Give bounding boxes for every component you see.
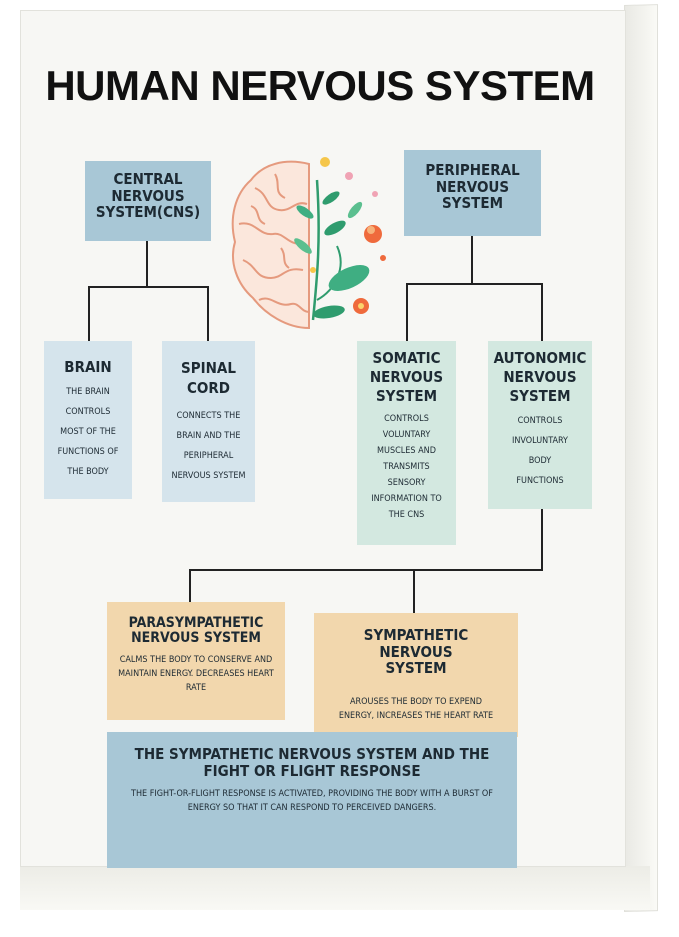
fight-or-flight-description: THE FIGHT-OR-FLIGHT RESPONSE IS ACTIVATE… (119, 787, 505, 815)
connector (207, 286, 209, 342)
connector (88, 286, 90, 342)
somatic-title: SOMATIC NERVOUS SYSTEM (363, 349, 450, 405)
spinal-cord-title: SPINAL CORD (170, 359, 247, 398)
brain-box: BRAIN THE BRAIN CONTROLS MOST OF THE FUN… (44, 341, 132, 499)
somatic-description: CONTROLS VOLUNTARY MUSCLES AND TRANSMITS… (363, 411, 450, 523)
autonomic-description: CONTROLS INVOLUNTARY BODY FUNCTIONS (492, 411, 588, 491)
parasympathetic-title: PARASYMPATHETIC NERVOUS SYSTEM (117, 616, 275, 647)
somatic-box: SOMATIC NERVOUS SYSTEM CONTROLS VOLUNTAR… (357, 341, 456, 545)
sympathetic-box: SYMPATHETIC NERVOUS SYSTEM AROUSES THE B… (314, 613, 518, 737)
cns-box: CENTRAL NERVOUS SYSTEM(CNS) (85, 161, 211, 241)
brain-description: THE BRAIN CONTROLS MOST OF THE FUNCTIONS… (50, 382, 126, 482)
parasympathetic-box: PARASYMPATHETIC NERVOUS SYSTEM CALMS THE… (107, 602, 285, 720)
autonomic-title: AUTONOMIC NERVOUS SYSTEM (492, 349, 588, 405)
sympathetic-title: SYMPATHETIC NERVOUS SYSTEM (332, 627, 500, 677)
connector (471, 236, 473, 284)
connector (88, 286, 208, 288)
connector (406, 283, 543, 285)
fight-or-flight-box: THE SYMPATHETIC NERVOUS SYSTEM AND THE F… (107, 732, 517, 868)
parasympathetic-description: CALMS THE BODY TO CONSERVE AND MAINTAIN … (117, 653, 275, 695)
spinal-cord-box: SPINAL CORD CONNECTS THE BRAIN AND THE P… (162, 341, 255, 502)
fight-or-flight-title: THE SYMPATHETIC NERVOUS SYSTEM AND THE F… (119, 746, 505, 779)
canvas-bottom-edge (20, 866, 650, 910)
cns-title: CENTRAL NERVOUS SYSTEM(CNS) (85, 171, 211, 221)
brain-flower-icon (225, 150, 395, 335)
canvas-side-edge (624, 4, 658, 912)
spinal-cord-description: CONNECTS THE BRAIN AND THE PERIPHERAL NE… (170, 406, 247, 486)
connector (406, 283, 408, 341)
sympathetic-description: AROUSES THE BODY TO EXPEND ENERGY, INCRE… (332, 695, 500, 723)
connector (146, 240, 148, 286)
connector (189, 569, 543, 571)
connector (413, 569, 415, 613)
connector (541, 508, 543, 570)
poster-title: HUMAN NERVOUS SYSTEM (0, 62, 640, 110)
connector (541, 283, 543, 341)
pns-box: PERIPHERAL NERVOUS SYSTEM (404, 150, 541, 236)
connector (189, 569, 191, 602)
autonomic-box: AUTONOMIC NERVOUS SYSTEM CONTROLS INVOLU… (488, 341, 592, 509)
pns-title: PERIPHERAL NERVOUS SYSTEM (404, 162, 541, 212)
brain-title: BRAIN (50, 359, 126, 376)
